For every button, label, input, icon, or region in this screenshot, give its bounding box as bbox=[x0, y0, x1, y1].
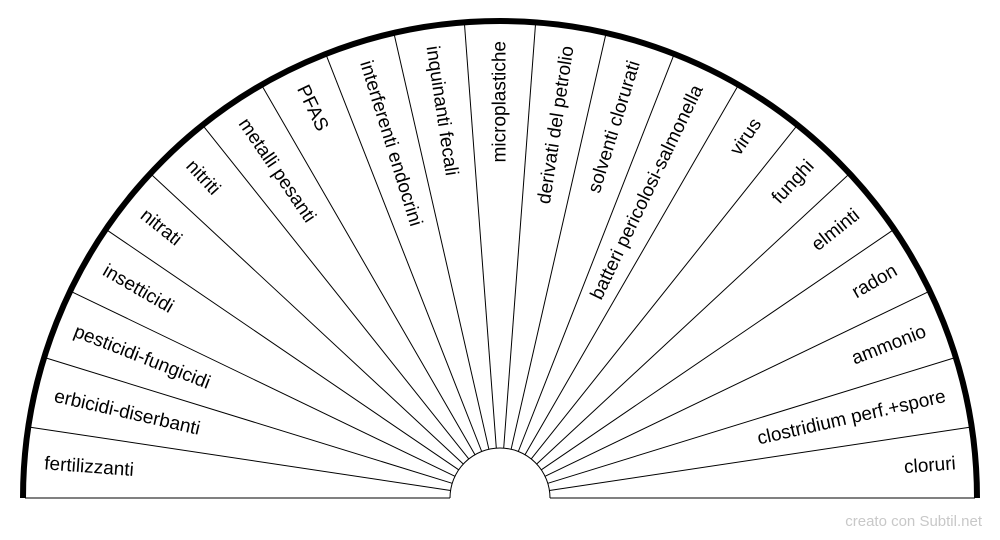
sector-divider bbox=[547, 357, 955, 484]
sector-dividers bbox=[25, 24, 975, 499]
sector-label: cloruri bbox=[903, 453, 956, 478]
outer-arc bbox=[20, 18, 980, 499]
sector-labels: fertilizzanti erbicidi-diserbantipesticid… bbox=[44, 41, 957, 481]
sector-label: microplastiche bbox=[490, 41, 511, 162]
sector-divider bbox=[107, 229, 459, 471]
sector-divider bbox=[326, 55, 483, 452]
sector-label: virus bbox=[726, 114, 766, 159]
sector-divider bbox=[549, 426, 970, 491]
sector-divider bbox=[30, 426, 451, 491]
sector-divider bbox=[541, 229, 893, 471]
footer-credit: creato con Subtil.net bbox=[845, 513, 982, 530]
sector-divider bbox=[524, 86, 738, 455]
sector-divider bbox=[530, 126, 797, 460]
sector-label: ammonio bbox=[849, 321, 929, 369]
sector-label: PFAS bbox=[292, 82, 332, 135]
sector-divider bbox=[536, 174, 849, 465]
sector-label: fertilizzanti bbox=[44, 453, 135, 481]
sector-divider bbox=[464, 24, 497, 449]
sector-divider bbox=[262, 86, 476, 455]
sector-divider bbox=[544, 291, 929, 477]
sector-label: radon bbox=[848, 260, 901, 302]
sector-label: inquinanti fecali bbox=[422, 45, 462, 178]
sector-label: solventi clorurati bbox=[584, 58, 645, 195]
sector-label: metalli pesanti bbox=[234, 114, 320, 226]
sector-divider bbox=[151, 174, 464, 465]
sector-divider bbox=[510, 34, 607, 450]
sector-label: elminti bbox=[808, 205, 864, 256]
sector-label: interferenti endocrini bbox=[355, 58, 426, 229]
sector-label: pesticidi-fungicidi bbox=[71, 321, 213, 393]
sector-label: clostridium perf.+spore bbox=[755, 386, 948, 449]
sector-label: funghi bbox=[768, 156, 819, 208]
sector-label: nitriti bbox=[182, 156, 225, 200]
sector-divider bbox=[503, 24, 536, 449]
sector-divider bbox=[517, 55, 674, 452]
inner-hub-arc bbox=[449, 447, 551, 499]
sector-divider bbox=[71, 291, 456, 477]
sector-divider bbox=[45, 357, 453, 484]
sector-divider bbox=[393, 34, 490, 450]
sector-label: insetticidi bbox=[99, 260, 177, 317]
sector-divider bbox=[203, 126, 470, 460]
sector-label: nitrati bbox=[136, 205, 185, 250]
sector-label: erbicidi-diserbanti bbox=[52, 386, 202, 440]
